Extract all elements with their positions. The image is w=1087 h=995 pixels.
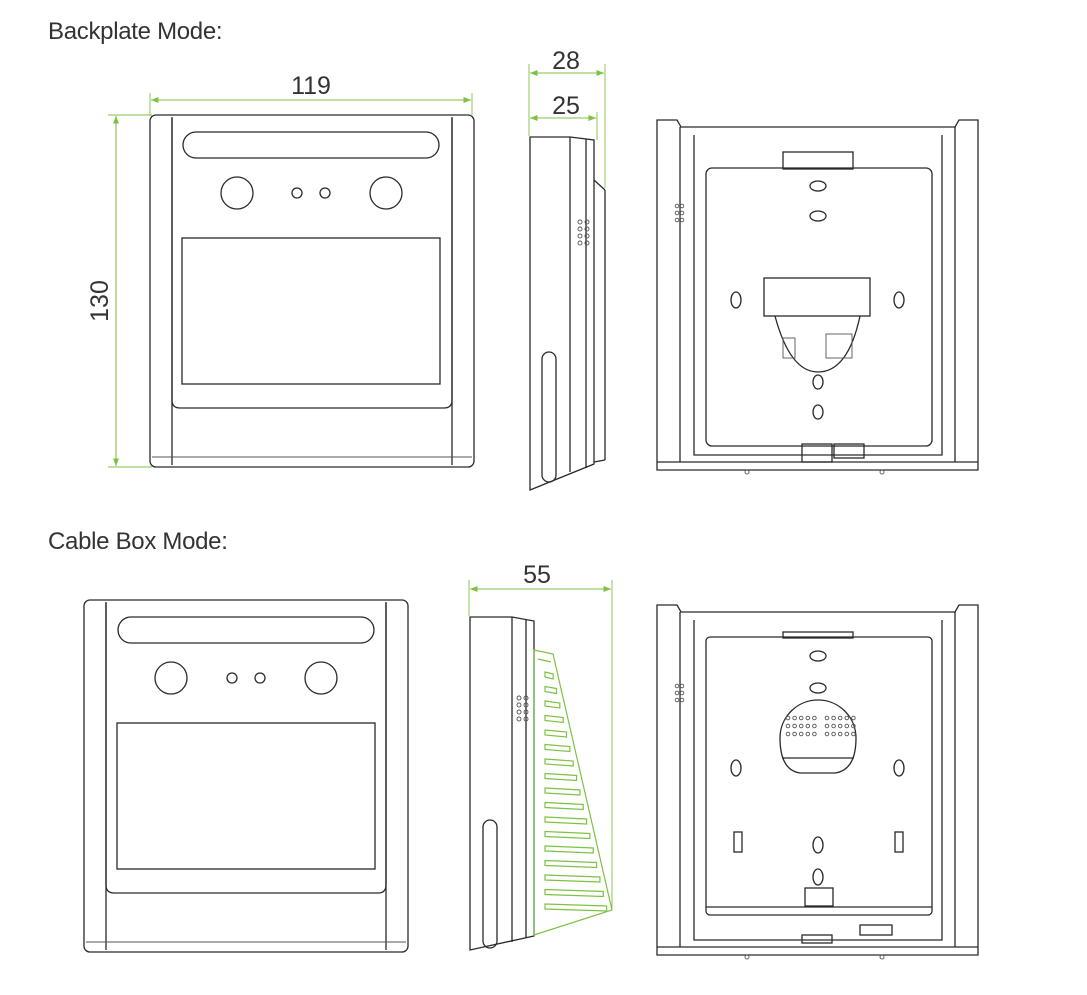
vent-hole	[851, 731, 856, 737]
width-dimension: 119	[149, 72, 473, 116]
sensor-dot	[226, 672, 238, 684]
camera-lens-left	[154, 661, 188, 695]
sensor-dot	[254, 672, 266, 684]
vent-hole	[824, 715, 830, 721]
rib	[544, 874, 601, 883]
vent-hole	[837, 723, 843, 729]
sensor-dot	[319, 187, 331, 199]
rib	[544, 845, 594, 854]
rib	[544, 743, 571, 753]
width-value: 119	[291, 72, 331, 100]
vent-hole	[798, 723, 804, 729]
rib	[544, 729, 568, 738]
touch-screen	[116, 722, 376, 870]
light-bar	[182, 131, 440, 159]
cable-box-depth-dimension: 55	[468, 561, 613, 908]
sensor-dot	[291, 187, 303, 199]
camera-lens-right	[369, 176, 403, 210]
section-heading-backplate: Backplate Mode:	[48, 18, 223, 45]
vent-hole	[824, 731, 830, 737]
vent-hole	[851, 715, 856, 721]
backplate-rear-view	[656, 119, 979, 475]
vent-hole	[798, 731, 804, 737]
vent-hole	[805, 715, 811, 721]
camera-lens-left	[220, 176, 254, 210]
vent-hole	[805, 723, 811, 729]
section-heading-cable-box: Cable Box Mode:	[48, 528, 228, 555]
rib	[544, 816, 588, 825]
rib	[544, 830, 591, 840]
cable-box-front-view	[83, 599, 409, 953]
vent-hole	[805, 731, 811, 737]
vent-hole	[844, 723, 850, 729]
light-bar	[117, 616, 375, 644]
backplate	[705, 167, 933, 447]
vent-hole	[831, 715, 836, 721]
vent-hole	[798, 715, 804, 721]
rib	[544, 758, 574, 767]
vent-hole	[837, 731, 843, 737]
vent-hole	[812, 723, 817, 729]
vent-hole	[851, 723, 856, 729]
depth-total-value: 28	[552, 47, 580, 75]
camera-lens-right	[304, 661, 338, 695]
vent-hole	[837, 715, 843, 721]
rib	[544, 787, 581, 796]
vent-hole	[831, 723, 836, 729]
height-value: 130	[86, 280, 114, 322]
rib	[544, 772, 578, 782]
cable-box-side-view	[469, 616, 613, 951]
cable-box-plate	[705, 636, 933, 916]
rib	[544, 714, 564, 724]
vent-hole	[785, 715, 791, 721]
vent-hole	[785, 731, 791, 737]
vent-hole	[792, 715, 797, 721]
backplate-side-view	[529, 136, 606, 491]
cable-box-rear-view	[656, 604, 979, 960]
cable-box	[533, 649, 613, 936]
vent-hole	[792, 731, 797, 737]
depth-dimensions: 28 25	[528, 47, 606, 188]
depth-cable-box-value: 55	[523, 561, 551, 589]
vent-hole	[844, 715, 850, 721]
vent-hole	[844, 731, 850, 737]
cable-entry-port	[779, 699, 857, 774]
vent-hole	[792, 723, 797, 729]
backplate-front-view	[149, 114, 475, 468]
height-dimension: 130	[86, 114, 152, 468]
vent-holes	[785, 715, 856, 737]
rib	[544, 685, 558, 695]
rib	[544, 801, 584, 811]
touch-screen	[181, 237, 441, 385]
rib	[544, 671, 554, 680]
vent-hole	[824, 723, 830, 729]
vent-hole	[812, 731, 817, 737]
rib	[544, 700, 561, 709]
cable-box-ribs	[544, 671, 608, 912]
vent-hole	[812, 715, 817, 721]
depth-body-value: 25	[552, 92, 580, 120]
vent-hole	[831, 731, 836, 737]
vent-hole	[785, 723, 791, 729]
rib	[544, 888, 604, 898]
rib	[544, 903, 608, 912]
rib	[544, 859, 598, 869]
